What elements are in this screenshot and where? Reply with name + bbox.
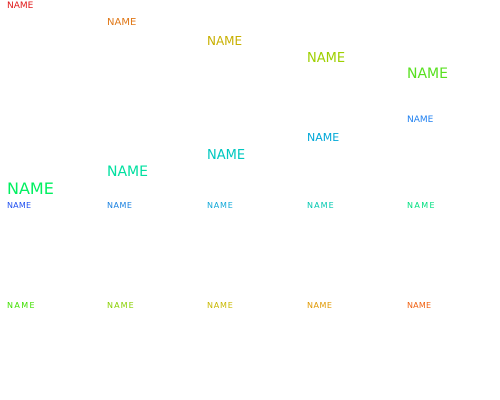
label-name-1: NAME xyxy=(7,1,34,11)
label-name-18: NAME xyxy=(207,301,234,310)
label-name-19: NAME xyxy=(307,301,333,310)
label-name-12: NAME xyxy=(107,201,133,210)
label-name-2: NAME xyxy=(107,17,137,28)
label-name-10: NAME xyxy=(407,115,434,125)
label-name-5: NAME xyxy=(407,66,448,82)
label-name-4: NAME xyxy=(307,51,346,66)
label-name-15: NAME xyxy=(407,201,437,210)
label-name-16: NAME xyxy=(7,301,37,310)
label-name-3: NAME xyxy=(207,34,243,48)
label-name-7: NAME xyxy=(107,164,148,180)
label-name-11: NAME xyxy=(7,201,32,210)
label-name-8: NAME xyxy=(207,148,246,163)
label-name-20: NAME xyxy=(407,301,432,310)
label-name-13: NAME xyxy=(207,201,234,210)
label-name-9: NAME xyxy=(307,131,340,144)
label-name-6: NAME xyxy=(7,179,54,198)
label-name-17: NAME xyxy=(107,301,135,310)
label-name-14: NAME xyxy=(307,201,335,210)
